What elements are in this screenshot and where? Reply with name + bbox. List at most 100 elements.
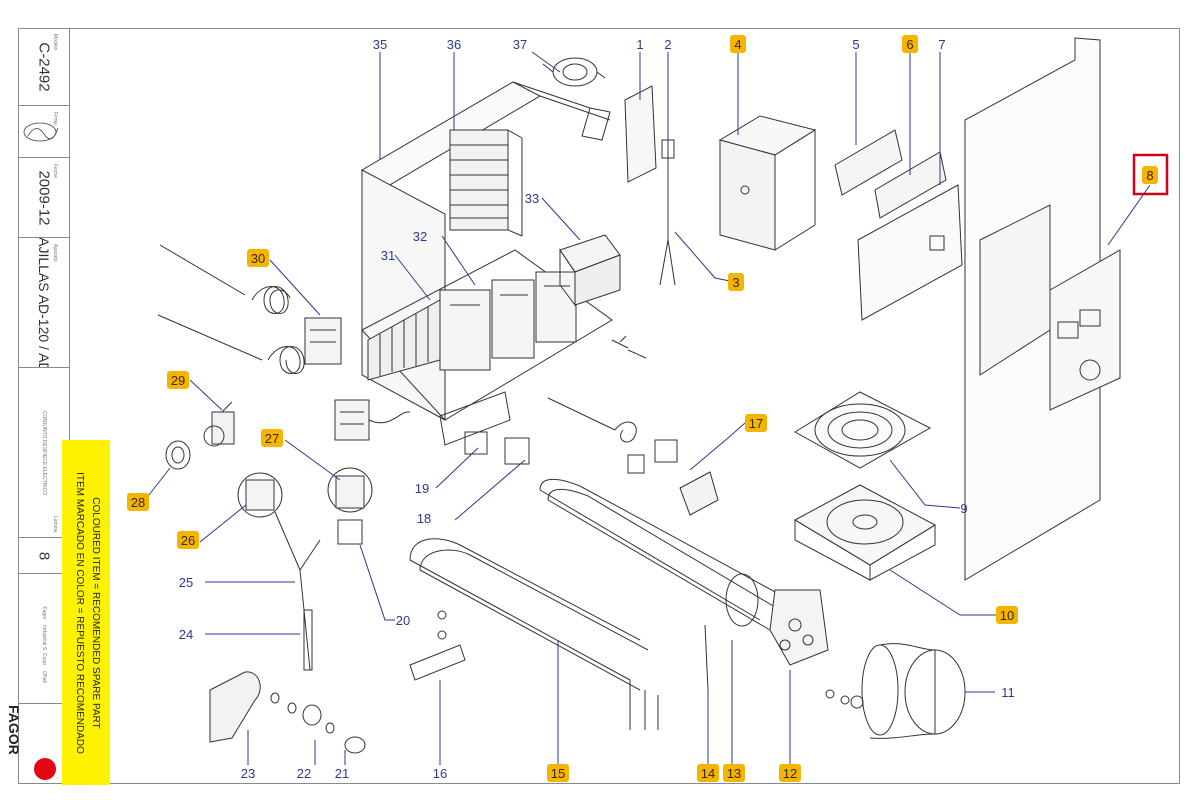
part-sensor-2 [659, 140, 676, 286]
part-tube-24 [303, 609, 313, 671]
part-fitting-22 [270, 692, 322, 726]
part-heater-17 [547, 397, 719, 516]
callout-18: 18 [417, 511, 431, 526]
callout-19: 19 [415, 481, 429, 496]
callout-number: 37 [513, 37, 527, 52]
part-y-connector [274, 511, 321, 571]
callout-35: 35 [373, 37, 387, 52]
callout-26: 26 [177, 531, 199, 549]
callout-highlight [547, 764, 569, 782]
callout-2: 2 [664, 37, 671, 52]
callout-32: 32 [413, 229, 427, 244]
part-screw-2 [627, 349, 647, 359]
part-fan-guard-9 [794, 391, 932, 469]
part-board-chip [929, 235, 945, 251]
part-pressure-switch-26 [237, 472, 283, 518]
part-mounting-panel-floor [361, 249, 613, 421]
callout-number: 16 [433, 766, 447, 781]
callout-highlight [745, 414, 767, 432]
part-board-6 [874, 151, 947, 219]
callout-highlight [902, 35, 918, 53]
callout-highlight [728, 273, 744, 291]
callout-number: 19 [415, 481, 429, 496]
callout-29: 29 [167, 371, 189, 389]
callout-highlight [167, 371, 189, 389]
callout-number: 25 [179, 575, 193, 590]
part-heating-element-12 [539, 478, 829, 666]
signature-mark [23, 122, 59, 142]
callout-27: 27 [261, 429, 283, 447]
title-block: C-2492 2009-12 LAVAVAJILLAS AD-120 / ADE… [18, 28, 70, 784]
date-cell: 2009-12 [18, 158, 70, 238]
callout-30: 30 [247, 249, 269, 267]
callout-23: 23 [241, 766, 255, 781]
callout-number: 4 [734, 37, 741, 52]
callout-7: 7 [938, 37, 945, 52]
callout-3: 3 [728, 273, 744, 291]
part-heater-element-lower [157, 314, 411, 441]
part-front-door [964, 37, 1121, 581]
callout-17: 17 [745, 414, 767, 432]
part-connector-19 [464, 431, 488, 455]
callout-number: 8 [1146, 168, 1153, 183]
callout-14: 14 [697, 764, 719, 782]
callout-24: 24 [179, 627, 193, 642]
part-washer [437, 630, 447, 640]
callout-highlight [996, 606, 1018, 624]
part-plate-1 [624, 85, 657, 183]
callout-number: 12 [783, 766, 797, 781]
callout-leaders [144, 51, 1151, 765]
part-contactors [439, 271, 577, 371]
callout-number: 10 [1000, 608, 1014, 623]
callout-number: 27 [265, 431, 279, 446]
callout-number: 24 [179, 627, 193, 642]
callout-number: 15 [551, 766, 565, 781]
callout-8: 8 [1142, 166, 1158, 184]
callout-13: 13 [723, 764, 745, 782]
callout-highlight [177, 531, 199, 549]
drawing-frame [18, 28, 1180, 784]
brand-logo-icon [34, 758, 56, 780]
callout-number: 36 [447, 37, 461, 52]
part-board-5 [834, 129, 903, 196]
spare-part-note: ITEM MARCADO EN COLOR = REPUESTO RECOMEN… [62, 440, 110, 785]
callout-11: 11 [1001, 685, 1015, 700]
subtitle-cell: CONJUNTO DESPIECE ELECTRICO [18, 368, 70, 538]
part-plug-21 [325, 722, 366, 754]
callout-highlight [1142, 166, 1158, 184]
part-connector-18 [504, 437, 530, 465]
part-thermostat-29 [203, 401, 235, 447]
callout-number: 5 [852, 37, 859, 52]
callout-number: 26 [181, 533, 195, 548]
part-nut [437, 610, 447, 620]
callout-number: 35 [373, 37, 387, 52]
part-drawings [157, 37, 1121, 754]
part-pump-11 [825, 643, 966, 739]
callout-number: 9 [960, 501, 967, 516]
callout-22: 22 [297, 766, 311, 781]
callout-highlight [730, 35, 746, 53]
callout-number: 33 [525, 191, 539, 206]
callout-number: 1 [636, 37, 643, 52]
part-mounting-panel-face [361, 169, 446, 421]
part-terminal-block [449, 129, 523, 237]
part-board-7 [857, 184, 963, 321]
callout-highlight [723, 764, 745, 782]
part-bracket-16 [409, 644, 466, 681]
callout-9: 9 [960, 501, 967, 516]
callout-10: 10 [996, 606, 1018, 624]
part-control-box-4 [718, 115, 817, 251]
part-fan-10 [793, 484, 937, 581]
part-relay [559, 234, 621, 307]
callout-number: 21 [335, 766, 349, 781]
callout-number: 20 [396, 613, 410, 628]
callout-number: 30 [251, 251, 265, 266]
callout-number: 6 [906, 37, 913, 52]
callout-36: 36 [447, 37, 461, 52]
callout-number: 7 [938, 37, 945, 52]
callout-37: 37 [513, 37, 527, 52]
callout-5: 5 [852, 37, 859, 52]
callout-12: 12 [779, 764, 801, 782]
